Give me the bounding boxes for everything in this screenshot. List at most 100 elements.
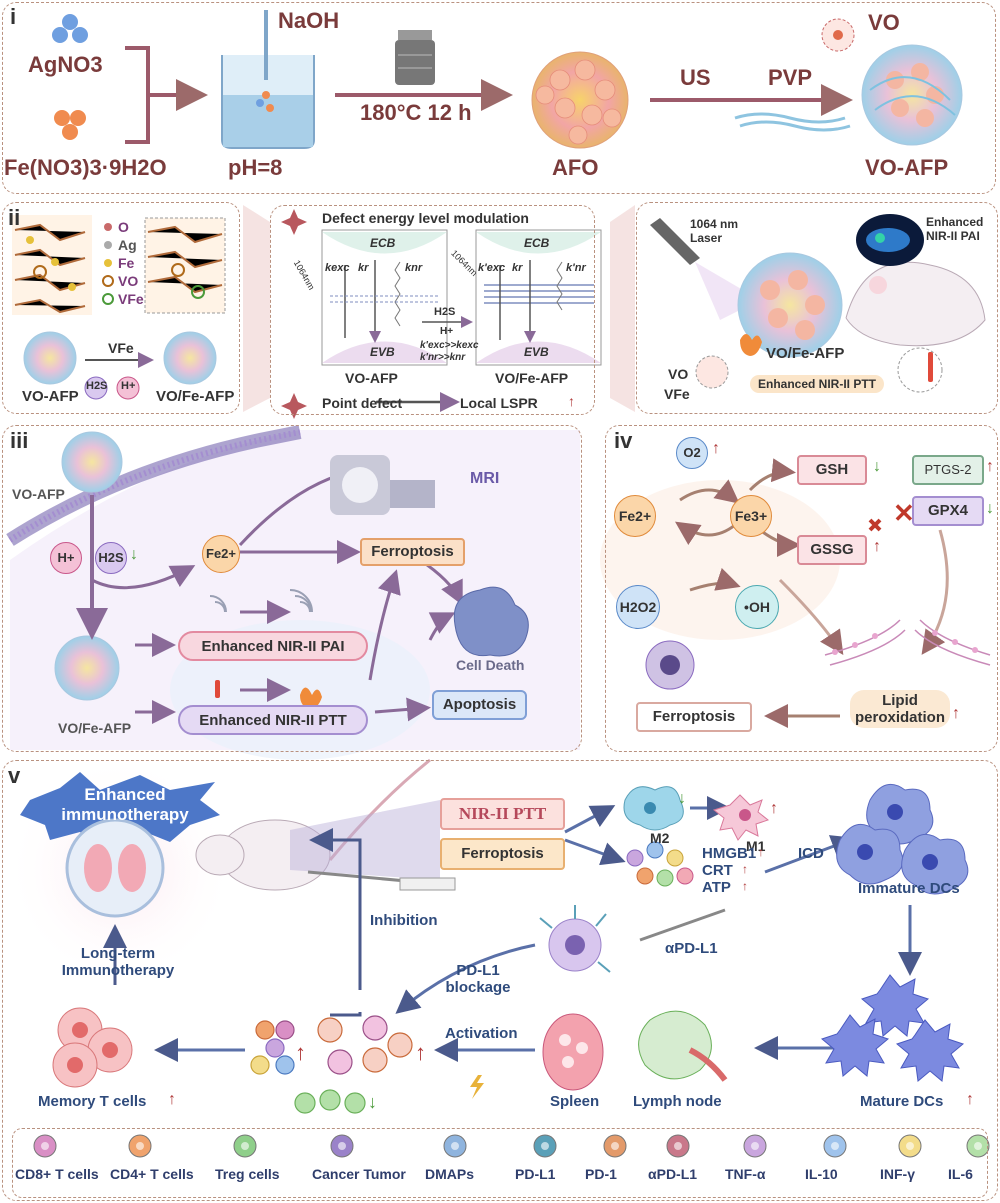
iv-ptgs2: PTGS-2 xyxy=(912,455,984,485)
iii-apoptosis: Apoptosis xyxy=(432,690,527,720)
h2s-badge: H2S xyxy=(86,380,108,392)
hp-arrow-label: H+ xyxy=(440,326,454,337)
v-memory-up: ↑ xyxy=(168,1091,176,1108)
legend-label: PD-L1 xyxy=(515,1166,556,1182)
iii-vofe: VO/Fe-AFP xyxy=(58,720,132,736)
vfe-mouse-label: VFe xyxy=(664,386,690,402)
iv-lipid-up: ↑ xyxy=(952,705,960,722)
knr-label: knr xyxy=(405,262,423,274)
iv-ferroptosis: Ferroptosis xyxy=(636,702,752,732)
v-inhibition: Inhibition xyxy=(370,912,438,929)
vfe-arrow-label: VFe xyxy=(108,340,134,356)
iv-o2-up: ↑ xyxy=(712,440,720,457)
legend-label: αPD-L1 xyxy=(648,1166,698,1182)
iv-h2o2: H2O2 xyxy=(616,585,660,629)
point-defect-label: Point defect xyxy=(322,395,403,411)
v-m1: M1 xyxy=(746,838,766,854)
iii-pai: Enhanced NIR-II PAI xyxy=(178,631,368,661)
iv-gpx4-down: ↓ xyxy=(986,500,994,517)
v-icd: ICD xyxy=(798,845,824,862)
legend-icon-core-9 xyxy=(831,1142,839,1150)
legend-panel xyxy=(12,1128,988,1198)
vofe-afp-small: VO/Fe-AFP xyxy=(156,388,235,405)
legend-vfe: VFe xyxy=(118,291,144,307)
naoh-label: NaOH xyxy=(278,8,340,33)
h2s-arrow-label: H2S xyxy=(434,306,456,318)
legend-icons xyxy=(33,1134,990,1158)
rel2-label: k'nr>>knr xyxy=(420,352,466,363)
iv-gsh: GSH xyxy=(797,455,867,485)
iii-h2s: H2S xyxy=(95,542,127,574)
panel-iv-shapes xyxy=(600,458,991,728)
panel-iii-roman: iii xyxy=(10,428,29,453)
v-crt-up: ↑ xyxy=(742,862,748,876)
v-atp-up: ↑ xyxy=(742,879,748,893)
panel-ii-left xyxy=(2,202,240,414)
legend-icon-core-2 xyxy=(241,1142,249,1150)
legend-icon-core-0 xyxy=(41,1142,49,1150)
kr2-label: kr xyxy=(512,262,523,274)
panel-iv xyxy=(605,425,998,752)
panel-i-shapes xyxy=(52,10,963,149)
iv-fe2: Fe2+ xyxy=(614,495,656,537)
legend-icon-core-7 xyxy=(674,1142,682,1150)
iv-oh: •OH xyxy=(735,585,779,629)
v-longterm: Long-term Immunotherapy xyxy=(61,945,175,979)
v-m2: M2 xyxy=(650,830,670,846)
knr2-label: k'nr xyxy=(566,262,586,274)
agno3-label: AgNO3 xyxy=(28,52,103,77)
legend-label: IL-6 xyxy=(948,1166,973,1182)
v-treg-down: ↓ xyxy=(368,1092,377,1112)
legend-vo: VO xyxy=(118,273,139,289)
kr-label: kr xyxy=(358,262,369,274)
v-hmgb1: HMGB1 xyxy=(702,845,757,862)
enh-ptt-label: Enhanced NIR-II PTT xyxy=(750,375,885,393)
iv-o2: O2 xyxy=(676,437,708,469)
v-pdl1-block: PD-L1 blockage xyxy=(445,962,511,996)
legend-label: PD-1 xyxy=(585,1166,617,1182)
temp-label: 180°C 12 h xyxy=(360,100,472,125)
panel-iv-roman: iv xyxy=(614,428,633,453)
band-left-label: VO-AFP xyxy=(345,370,398,386)
iv-gpx4: GPX4 xyxy=(912,496,984,526)
v-enhanced: Enhanced immunotherapy xyxy=(61,785,189,824)
legend-icon-core-3 xyxy=(338,1142,346,1150)
legend-label: DMAPs xyxy=(425,1166,475,1182)
v-activation: Activation xyxy=(445,1025,518,1042)
iv-gssg: GSSG xyxy=(797,535,867,565)
panel-ii-right xyxy=(636,202,998,414)
ecb-left: ECB xyxy=(370,236,396,250)
iii-vo-afp: VO-AFP xyxy=(12,486,65,502)
iii-celldeath: Cell Death xyxy=(456,657,525,673)
feno3-label: Fe(NO3)3·9H2O xyxy=(4,155,167,180)
legend-label: Cancer Tumor xyxy=(312,1166,406,1182)
v-atp: ATP xyxy=(702,879,731,896)
legend-label: Treg cells xyxy=(215,1166,280,1182)
v-mature: Mature DCs xyxy=(860,1093,944,1110)
local-lspr-label: Local LSPR xyxy=(460,395,538,411)
panel-i xyxy=(2,2,996,194)
kexc-label: kexc xyxy=(325,262,350,274)
vofe-mouse-label: VO/Fe-AFP xyxy=(766,345,845,362)
v-crt: CRT xyxy=(702,862,733,879)
us-label: US xyxy=(680,65,711,90)
legend-o: O xyxy=(118,219,129,235)
hplus-badge: H+ xyxy=(121,380,136,392)
laser-label: 1064 nm Laser xyxy=(690,217,739,245)
panel-v xyxy=(2,760,998,1201)
legend-icon-core-8 xyxy=(751,1142,759,1150)
v-memory: Memory T cells xyxy=(38,1093,147,1110)
evb-left: EVB xyxy=(370,345,395,359)
iii-h2s-down: ↓ xyxy=(130,546,138,563)
kexc2-label: k'exc xyxy=(478,262,506,274)
ecb-right: ECB xyxy=(524,236,550,250)
v-tcell-up-1: ↑ xyxy=(295,1040,306,1065)
legend-icon-core-6 xyxy=(611,1142,619,1150)
legend-icon-core-11 xyxy=(974,1142,982,1150)
band-right-label: VO/Fe-AFP xyxy=(495,370,569,386)
iii-ferroptosis: Ferroptosis xyxy=(360,538,465,566)
iv-ptgs2-up: ↑ xyxy=(986,458,994,475)
afo-label: AFO xyxy=(552,155,599,180)
